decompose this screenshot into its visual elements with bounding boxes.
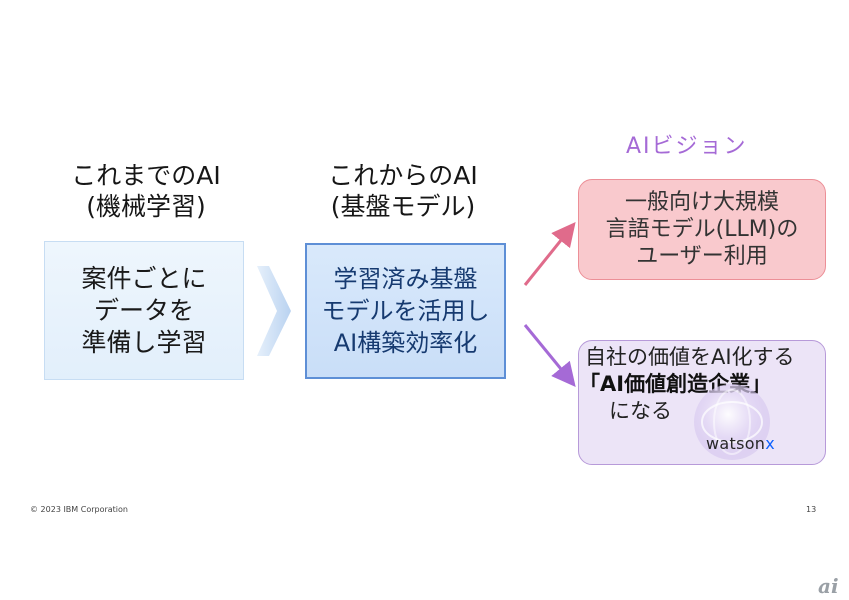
llm-box-line1: 一般向け大規模: [624, 190, 779, 215]
llm-usage-box: 一般向け大規模 言語モデル(LLM)の ユーザー利用: [578, 179, 826, 280]
llm-box-line2: 言語モデル(LLM)の: [605, 217, 799, 242]
foundation-model-box: 学習済み基盤 モデルを活用し AI構築効率化: [305, 243, 506, 379]
arrow-to-llm: [523, 221, 576, 286]
ai-value-creation-box: 自社の価値をAI化する 「AI価値創造企業」 になる: [578, 340, 826, 465]
foundation-ai-title-line1: これからのAI: [328, 161, 478, 190]
legacy-ai-box: 案件ごとに データを 準備し学習: [44, 241, 244, 380]
watsonx-logo-x: x: [765, 434, 776, 453]
page-number: 13: [806, 505, 817, 514]
watsonx-orb-graphic: [694, 384, 770, 460]
vision-box-line3: になる: [609, 399, 672, 423]
watsonx-logo-main: watson: [706, 434, 766, 453]
watsonx-logo: watsonx: [706, 434, 775, 453]
foundation-box-line1: 学習済み基盤: [333, 265, 478, 293]
legacy-box-line3: 準備し学習: [81, 327, 207, 357]
foundation-box-line2: モデルを活用し: [321, 297, 490, 325]
legacy-box-line2: データを: [93, 295, 194, 325]
legacy-ai-title-line2: (機械学習): [86, 192, 206, 221]
chevron-right-icon: [257, 266, 291, 356]
vision-arrows: [523, 221, 576, 387]
arrow-to-vision: [523, 324, 576, 387]
legacy-ai-title-line1: これまでのAI: [71, 161, 221, 190]
legacy-box-line1: 案件ごとに: [81, 263, 207, 293]
foundation-ai-title: これからのAI (基盤モデル): [318, 160, 488, 222]
ai-vision-title: AIビジョン: [626, 134, 748, 159]
llm-box-line3: ユーザー利用: [636, 244, 768, 269]
vision-box-line1: 自社の価値をAI化する: [585, 345, 795, 369]
foundation-ai-title-line2: (基盤モデル): [330, 192, 476, 221]
legacy-ai-title: これまでのAI (機械学習): [62, 160, 230, 222]
foundation-box-line3: AI構築効率化: [333, 329, 478, 357]
copyright-text: © 2023 IBM Corporation: [30, 505, 128, 514]
site-watermark-logo: ai: [818, 574, 839, 598]
